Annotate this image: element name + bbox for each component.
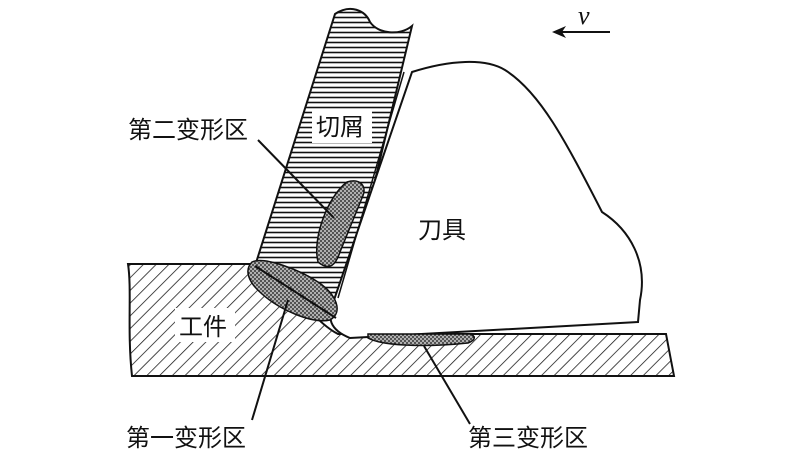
chip-label-bg [312, 109, 372, 143]
velocity-arrowhead [552, 26, 566, 38]
tertiary-deformation-zone [367, 333, 475, 347]
primary-zone-label: 第一变形区 [126, 424, 246, 452]
workpiece-label-bg [175, 308, 235, 342]
secondary-deformation-zone [316, 180, 365, 268]
secondary-zone-label: 第二变形区 [128, 116, 248, 144]
primary-zone-leader [251, 299, 289, 421]
cutting-tool [329, 61, 643, 340]
workpiece-label: 工件 [179, 313, 227, 341]
tertiary-zone-label: 第三变形区 [468, 424, 588, 452]
chip-label: 切屑 [316, 113, 364, 141]
primary-shear-line [254, 265, 337, 319]
tertiary-zone-leader [423, 345, 471, 425]
tool-flank-line [337, 71, 405, 299]
secondary-zone-leader [257, 139, 335, 219]
tool-label: 刀具 [418, 216, 466, 244]
velocity-label: v [578, 1, 590, 30]
